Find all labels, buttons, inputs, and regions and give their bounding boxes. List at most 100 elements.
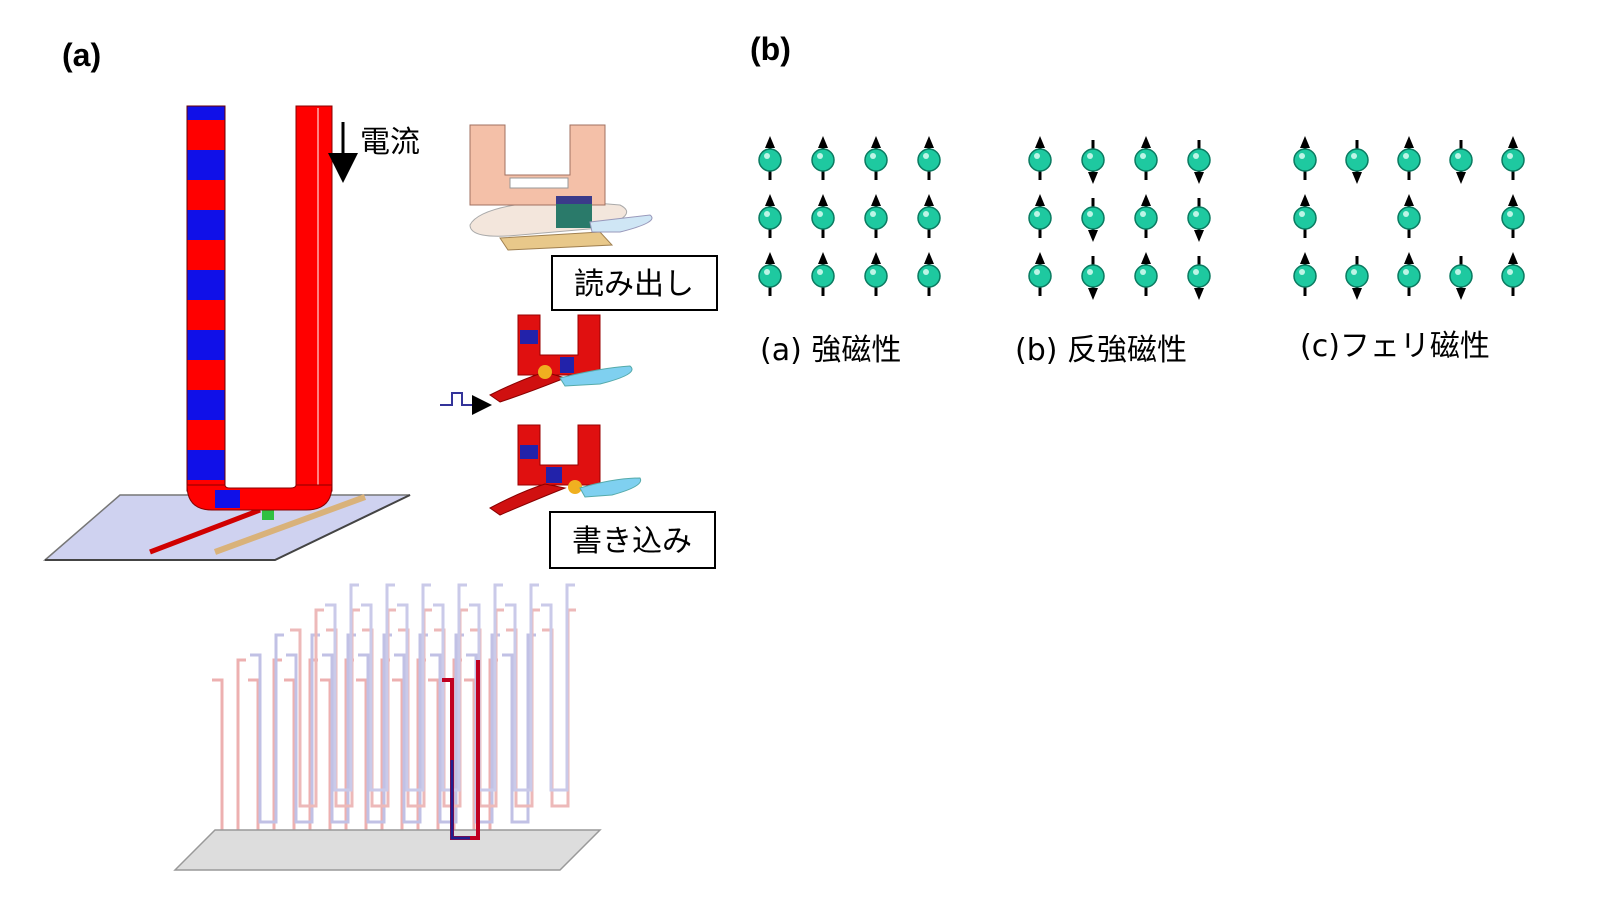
read-inset xyxy=(469,124,653,251)
racetrack-wire xyxy=(212,658,246,840)
track-bottom-curve xyxy=(186,484,333,511)
arrow-head-icon xyxy=(1035,136,1045,148)
atom-sphere xyxy=(1397,206,1421,230)
atom-highlight xyxy=(1507,269,1513,275)
substrate-wire-red xyxy=(149,507,261,555)
atom-highlight xyxy=(1087,269,1093,275)
racetrack-wire xyxy=(250,633,284,824)
spin-site xyxy=(758,252,782,296)
spin-site xyxy=(1501,136,1525,180)
atom-highlight xyxy=(1403,153,1409,159)
spin-lattice xyxy=(758,136,1525,300)
highlighted-racetrack-blue xyxy=(450,760,470,840)
atom-highlight xyxy=(1403,211,1409,217)
atom-sphere xyxy=(758,264,782,288)
spin-site xyxy=(1293,252,1317,296)
spin-site xyxy=(1028,194,1052,238)
spin-site xyxy=(1081,140,1105,184)
current-label: 電流 xyxy=(360,125,420,160)
atom-sphere xyxy=(917,206,941,230)
atom-highlight xyxy=(1455,269,1461,275)
spin-site xyxy=(1134,136,1158,180)
atom-highlight xyxy=(1455,153,1461,159)
racetrack-wire xyxy=(325,583,359,792)
caption-ferromagnetic: (a) 強磁性 xyxy=(760,333,901,368)
spin-site xyxy=(917,194,941,238)
read-label-box xyxy=(551,255,718,311)
racetrack-wire xyxy=(397,583,431,792)
arrow-head-icon xyxy=(1508,194,1518,206)
racetrack-wire xyxy=(466,633,500,824)
atom-highlight xyxy=(1351,153,1357,159)
arrow-head-icon xyxy=(1300,194,1310,206)
atom-sphere xyxy=(1187,148,1211,172)
racetrack-wire xyxy=(358,633,392,824)
substrate-wire-gold xyxy=(213,494,367,555)
substrate-edge xyxy=(45,494,411,561)
atom-highlight xyxy=(817,269,823,275)
arrow-head-icon xyxy=(765,194,775,206)
spin-site xyxy=(1397,194,1421,238)
atom-sphere xyxy=(1081,206,1105,230)
atom-highlight xyxy=(870,211,876,217)
arrow-head-icon xyxy=(1456,172,1466,184)
spin-site xyxy=(758,194,782,238)
atom-sphere xyxy=(1134,206,1158,230)
atom-sphere xyxy=(1501,264,1525,288)
spin-site xyxy=(1081,198,1105,242)
atom-sphere xyxy=(1345,148,1369,172)
track-bottom-stripe xyxy=(215,490,240,508)
atom-highlight xyxy=(1299,153,1305,159)
atom-sphere xyxy=(1397,264,1421,288)
arrow-head-icon xyxy=(1141,136,1151,148)
arrow-head-icon xyxy=(1404,136,1414,148)
atom-sphere xyxy=(1028,264,1052,288)
panel-a-label: (a) xyxy=(62,37,101,73)
atom-sphere xyxy=(917,264,941,288)
atom-highlight xyxy=(764,269,770,275)
spin-site xyxy=(758,136,782,180)
atom-sphere xyxy=(811,148,835,172)
atom-sphere xyxy=(1028,148,1052,172)
arrow-head-icon xyxy=(818,194,828,206)
track-right-leg xyxy=(295,105,333,492)
atom-sphere xyxy=(758,148,782,172)
atom-sphere xyxy=(1293,206,1317,230)
spin-site xyxy=(1081,256,1105,300)
write-inset-lower xyxy=(489,424,642,516)
arrow-head-icon xyxy=(1088,288,1098,300)
atom-highlight xyxy=(764,211,770,217)
spin-site xyxy=(811,252,835,296)
atom-highlight xyxy=(1507,211,1513,217)
arrow-head-icon xyxy=(1088,172,1098,184)
atom-sphere xyxy=(917,148,941,172)
arrow-head-icon xyxy=(1035,194,1045,206)
track-left-leg xyxy=(186,105,226,492)
atom-highlight xyxy=(870,153,876,159)
atom-highlight xyxy=(1351,269,1357,275)
atom-highlight xyxy=(923,211,929,217)
arrow-head-icon xyxy=(1404,194,1414,206)
atom-sphere xyxy=(1293,264,1317,288)
atom-highlight xyxy=(817,211,823,217)
atom-sphere xyxy=(1081,148,1105,172)
spin-site xyxy=(1134,194,1158,238)
atom-sphere xyxy=(1028,206,1052,230)
atom-highlight xyxy=(764,153,770,159)
arrow-head-icon xyxy=(1508,136,1518,148)
atom-highlight xyxy=(1507,153,1513,159)
array-substrate xyxy=(173,829,602,871)
write-inset-upper xyxy=(440,314,633,415)
arrow-head-icon xyxy=(1300,136,1310,148)
arrow-head-icon xyxy=(924,136,934,148)
atom-sphere xyxy=(1134,264,1158,288)
atom-sphere xyxy=(1501,206,1525,230)
arrow-head-icon xyxy=(818,252,828,264)
spin-site xyxy=(1187,198,1211,242)
spin-site xyxy=(1293,194,1317,238)
racetrack-wire xyxy=(286,633,320,824)
atom-sphere xyxy=(1293,148,1317,172)
arrow-head-icon xyxy=(1035,252,1045,264)
atom-highlight xyxy=(1140,211,1146,217)
